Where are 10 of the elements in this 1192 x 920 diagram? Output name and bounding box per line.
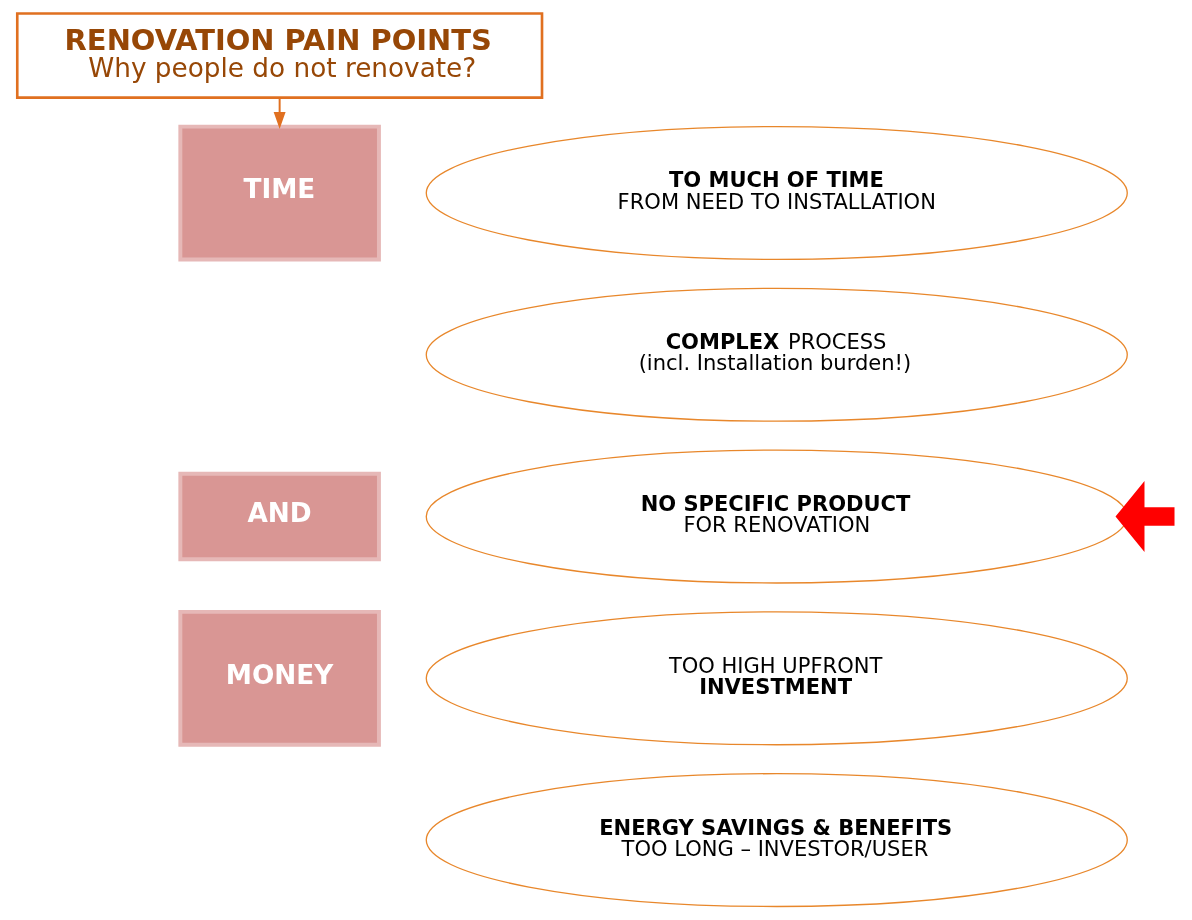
node-ellipse: ENERGY SAVINGS & BENEFITS TOO LONG – INVESTOR/USER (425, 773, 1128, 908)
node-box: TIME (177, 124, 381, 262)
arrow (273, 96, 286, 130)
node-box: RENOVATION PAIN POINTS Why people do not renovate? (15, 12, 543, 99)
node-ellipse: COMPLEX PROCESS (incl. Installation burden!) (425, 287, 1128, 422)
node-ellipse: TO MUCH OF TIME FROM NEED TO INSTALLATION (425, 125, 1128, 261)
node-box: MONEY (177, 609, 381, 747)
node-ellipse: TOO HIGH UPFRONT INVESTMENT (425, 611, 1128, 746)
arrow (1115, 481, 1174, 553)
node-box: AND (177, 471, 381, 562)
